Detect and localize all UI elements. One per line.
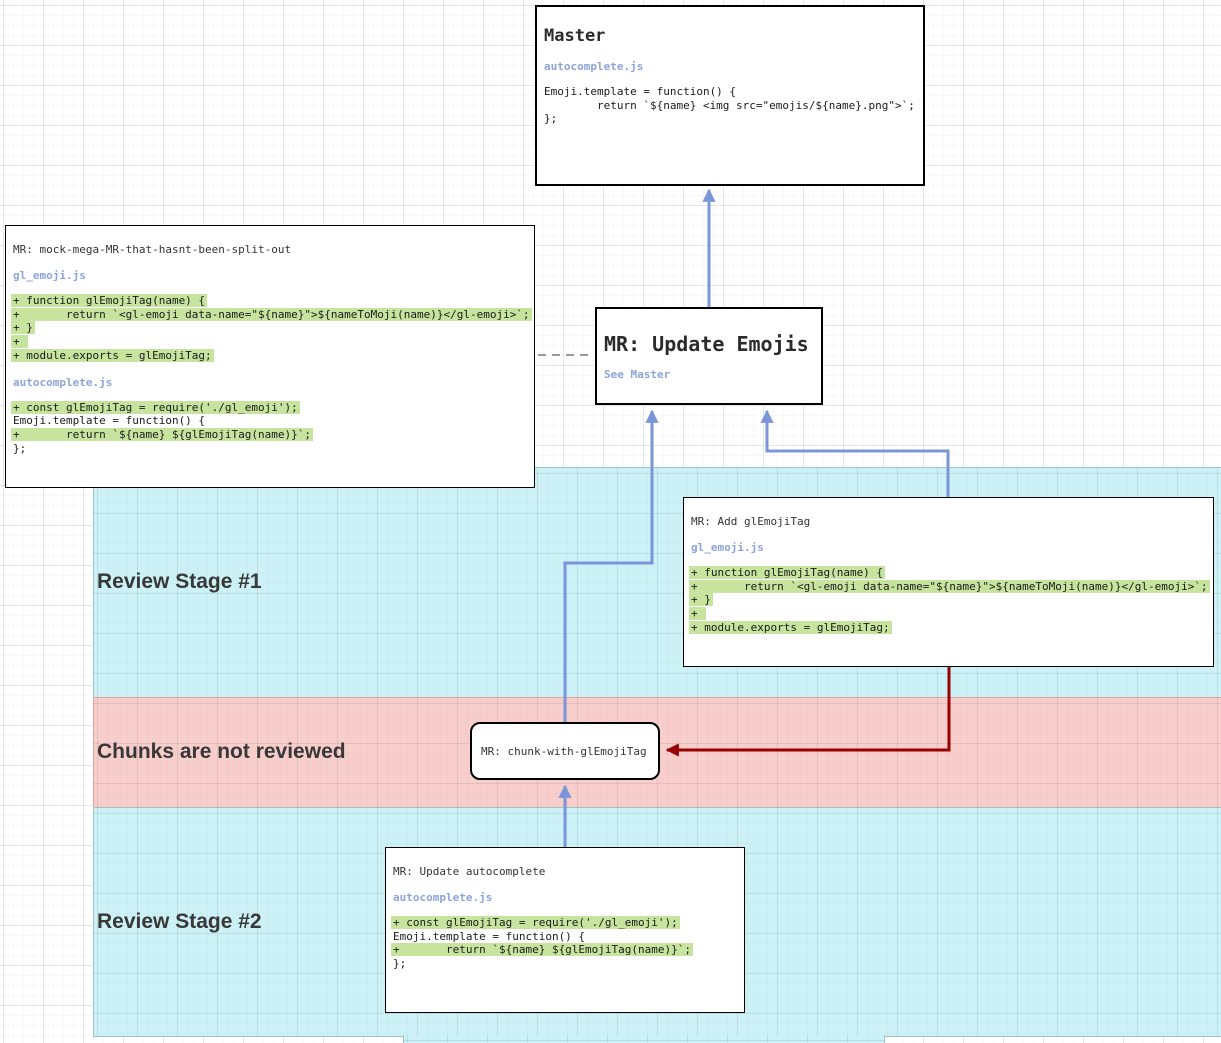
code-block: Emoji.template = function() { return `${…	[544, 85, 917, 126]
diff-added-line: + return `${name} ${glEmojiTag(name)}`;	[13, 428, 528, 442]
file-link[interactable]: autocomplete.js	[13, 376, 528, 389]
diff-added-line: + module.exports = glEmojiTag;	[13, 349, 528, 363]
box-header: MR: chunk-with-glEmojiTag	[481, 745, 647, 758]
zone-label-chunks-not-reviewed: Chunks are not reviewed	[97, 740, 346, 764]
diff-added-line: + return `<gl-emoji data-name="${name}">…	[691, 580, 1207, 594]
diff-added-line: + }	[691, 593, 1207, 607]
code-block: + const glEmojiTag = require('./gl_emoji…	[13, 401, 528, 456]
diff-added-line: + return `<gl-emoji data-name="${name}">…	[13, 308, 528, 322]
code-line: };	[393, 957, 738, 971]
zone-review-stage-2-extension[interactable]	[403, 1035, 885, 1043]
box-header: MR: mock-mega-MR-that-hasnt-been-split-o…	[13, 243, 528, 256]
box-content: gl_emoji.js + function glEmojiTag(name) {…	[691, 541, 1207, 635]
diff-added-line: + const glEmojiTag = require('./gl_emoji…	[13, 401, 528, 415]
zone-label-review-stage-2: Review Stage #2	[97, 910, 262, 934]
diff-added-line: + }	[13, 321, 528, 335]
code-block: + function glEmojiTag(name) {+ return `<…	[13, 294, 528, 363]
diff-added-line: + function glEmojiTag(name) {	[13, 294, 528, 308]
diff-added-line: + module.exports = glEmojiTag;	[691, 621, 1207, 635]
diff-added-line: +	[13, 335, 528, 349]
diff-added-line: +	[691, 607, 1207, 621]
code-block: + const glEmojiTag = require('./gl_emoji…	[393, 916, 738, 971]
zone-label-review-stage-1: Review Stage #1	[97, 570, 262, 594]
mr-box-chunk-with-glemojitag[interactable]: MR: chunk-with-glEmojiTag	[470, 722, 660, 780]
box-header: MR: Add glEmojiTag	[691, 515, 1207, 528]
mr-box-add-glemojitag[interactable]: MR: Add glEmojiTag gl_emoji.js + function…	[683, 497, 1214, 667]
box-title: Master	[544, 26, 917, 46]
file-link[interactable]: gl_emoji.js	[13, 269, 528, 282]
file-link[interactable]: autocomplete.js	[393, 891, 738, 904]
mr-box-update-autocomplete[interactable]: MR: Update autocomplete autocomplete.js +…	[385, 847, 745, 1013]
diff-added-line: + const glEmojiTag = require('./gl_emoji…	[393, 916, 738, 930]
code-line: Emoji.template = function() {	[13, 414, 528, 428]
mr-box-master[interactable]: Master autocomplete.jsEmoji.template = f…	[535, 5, 925, 186]
box-title: MR: Update Emojis	[604, 332, 815, 356]
mr-box-mock-mega[interactable]: MR: mock-mega-MR-that-hasnt-been-split-o…	[5, 225, 535, 488]
box-header: MR: Update autocomplete	[393, 865, 738, 878]
code-line: Emoji.template = function() {	[393, 930, 738, 944]
diff-added-line: + return `${name} ${glEmojiTag(name)}`;	[393, 943, 738, 957]
code-line: };	[13, 442, 528, 456]
diff-added-line: + function glEmojiTag(name) {	[691, 566, 1207, 580]
file-link[interactable]: autocomplete.js	[544, 60, 917, 73]
code-block: + function glEmojiTag(name) {+ return `<…	[691, 566, 1207, 635]
code-line: };	[544, 112, 917, 126]
box-content: autocomplete.jsEmoji.template = function…	[544, 60, 917, 126]
mr-box-update-emojis[interactable]: MR: Update Emojis See Master	[595, 307, 823, 405]
box-content: autocomplete.js + const glEmojiTag = requ…	[393, 891, 738, 971]
box-content: gl_emoji.js + function glEmojiTag(name) {…	[13, 269, 528, 455]
file-link[interactable]: gl_emoji.js	[691, 541, 1207, 554]
see-master-link[interactable]: See Master	[604, 368, 815, 381]
code-line: return `${name} <img src="emojis/${name}…	[544, 99, 917, 113]
code-line: Emoji.template = function() {	[544, 85, 917, 99]
